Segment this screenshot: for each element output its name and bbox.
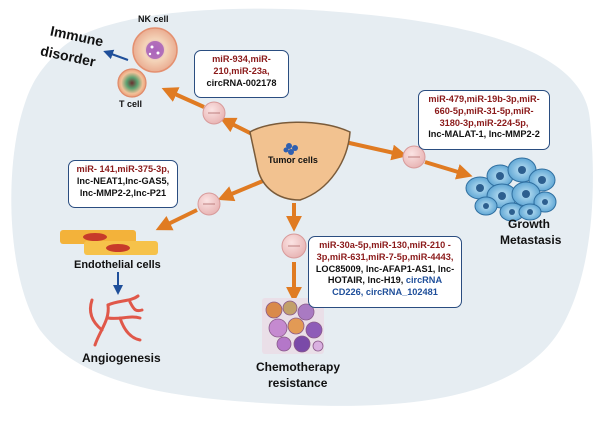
arrow-endo-to-cells bbox=[155, 208, 198, 231]
endothelial-cells-icon bbox=[60, 230, 158, 255]
tumor-cells-label: Tumor cells bbox=[268, 155, 318, 165]
growth-rna-line-2: 660-5p,miR-31-5p,miR- bbox=[434, 105, 534, 116]
endothelial-rna-line-2: lnc-NEAT1,lnc-GAS5, bbox=[76, 175, 170, 186]
endothelial-cells-label: Endothelial cells bbox=[74, 259, 161, 271]
growth-rna-box: miR-479,miR-19b-3p,miR- 660-5p,miR-31-5p… bbox=[418, 90, 550, 150]
arrow-immune-to-cells bbox=[161, 87, 205, 109]
t-cell-label: T cell bbox=[119, 99, 143, 109]
angiogenesis-vessels-icon bbox=[88, 294, 144, 347]
endothelial-rna-line-3: lnc-MMP2-2,lnc-P21 bbox=[79, 187, 167, 198]
growth-rna-line-4: lnc-MALAT-1, lnc-MMP2-2 bbox=[428, 129, 540, 140]
endothelial-rna-box: miR- 141,miR-375-3p, lnc-NEAT1,lnc-GAS5,… bbox=[68, 160, 178, 208]
chemo-rna-line-4: HOTAIR, lnc-H19, circRNA bbox=[327, 275, 443, 286]
chemotherapy-cells-image bbox=[262, 298, 324, 354]
growth-rna-line-3: 3180-3p,miR-224-5p, bbox=[439, 117, 529, 128]
chemo-rna-line-3: LOC85009, lnc-AFAP1-AS1, lnc- bbox=[315, 263, 455, 274]
tumor-cell-shape bbox=[249, 121, 351, 201]
t-cell-icon bbox=[117, 68, 147, 98]
chemo-rna-line-5: CD226, circRNA_102481 bbox=[332, 287, 438, 298]
immune-rna-line-1: miR-934,miR- bbox=[212, 54, 271, 64]
growth-rna-line-1: miR-479,miR-19b-3p,miR- bbox=[428, 94, 540, 104]
chemo-rna-line-2: 3p,miR-631,miR-7-5p,miR-4443, bbox=[316, 251, 454, 262]
growth-label: Growth bbox=[508, 217, 550, 231]
immune-rna-line-2: 210,miR-23a, bbox=[213, 65, 270, 76]
nk-cell-label: NK cell bbox=[138, 14, 169, 24]
metastasis-cells-icon bbox=[465, 157, 557, 222]
arrow-to-growth bbox=[344, 140, 408, 161]
chemo-rna-line-1: miR-30a-5p,miR-130,miR-210 - bbox=[319, 240, 451, 250]
endothelial-rna-line-1: miR- 141,miR-375-3p, bbox=[76, 164, 170, 174]
immune-rna-line-3: circRNA-002178 bbox=[206, 77, 277, 88]
angiogenesis-label: Angiogenesis bbox=[82, 351, 161, 365]
arrow-to-immune-disorder bbox=[103, 49, 129, 61]
tumor-exosome-cluster-icon bbox=[283, 143, 298, 155]
chemotherapy-label-line2: resistance bbox=[268, 376, 328, 390]
chemotherapy-label-line1: Chemotherapy bbox=[256, 360, 341, 374]
chemo-rna-box: miR-30a-5p,miR-130,miR-210 - 3p,miR-631,… bbox=[308, 236, 462, 308]
arrow-growth-to-cells bbox=[424, 160, 473, 180]
immune-rna-box: miR-934,miR- 210,miR-23a, circRNA-002178 bbox=[194, 50, 289, 98]
metastasis-label: Metastasis bbox=[500, 233, 562, 247]
